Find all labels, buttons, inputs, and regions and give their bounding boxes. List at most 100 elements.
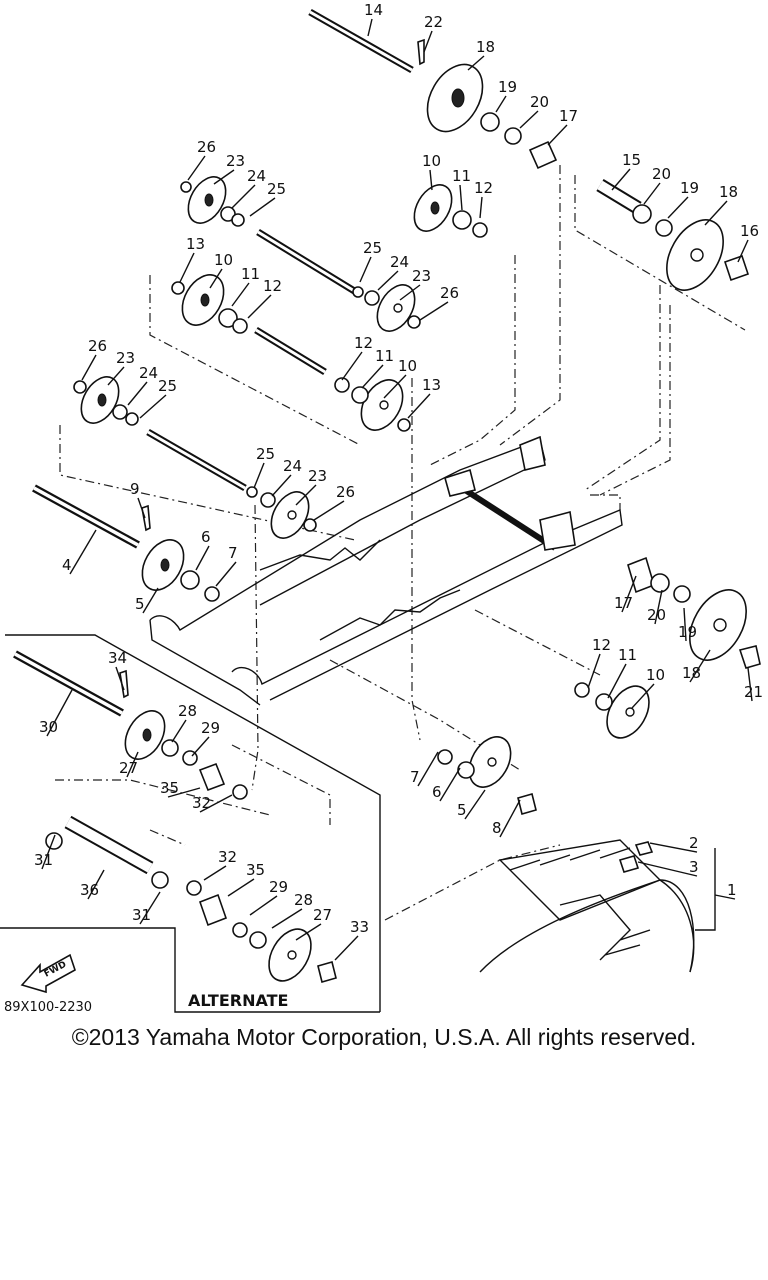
callout-c19a: 19 [498, 78, 517, 96]
wheel-23-c [80, 376, 120, 424]
callout-leader-c11d [607, 663, 627, 699]
callout-leader-c10a [429, 169, 433, 191]
callout-leader-c33 [334, 935, 359, 961]
wheel-18-right [666, 219, 724, 291]
callout-c23a: 23 [226, 152, 245, 170]
wheel-18-top [426, 63, 484, 133]
callout-leader-c31b [139, 891, 161, 925]
callout-leader-c13b [407, 393, 431, 419]
shafts [13, 8, 642, 875]
callout-leader-c7a [215, 561, 237, 587]
callout-c11d: 11 [618, 646, 637, 664]
callout-leader-c8 [499, 799, 521, 838]
callout-c6a: 6 [201, 528, 211, 546]
callout-c3: 3 [689, 858, 699, 876]
callout-leader-c25c [139, 394, 167, 419]
callout-leader-c1 [714, 894, 736, 900]
callout-c13b: 13 [422, 376, 441, 394]
callout-c17a: 17 [559, 107, 578, 125]
callout-c12d: 12 [592, 636, 611, 654]
callout-c15: 15 [622, 151, 641, 169]
callout-c33: 33 [350, 918, 369, 936]
callout-c20a: 20 [530, 93, 549, 111]
callout-leader-c18b [704, 200, 728, 226]
wheel-10-d [606, 685, 650, 739]
callout-c25c: 25 [158, 377, 177, 395]
callout-leader-c23d [295, 484, 317, 506]
assembly-leader-lines [55, 165, 746, 921]
callout-leader-c28b [271, 908, 303, 929]
callout-c11c: 11 [375, 347, 394, 365]
callout-leader-c4 [69, 529, 97, 575]
wheel-23-a [187, 176, 227, 224]
wheel-5-b [468, 736, 512, 788]
alternate-box [0, 634, 381, 1013]
callout-leader-c21 [747, 667, 753, 702]
callout-c10b: 10 [214, 251, 233, 269]
callout-c5a: 5 [135, 595, 145, 613]
callout-c17b: 17 [614, 594, 633, 612]
callout-c23c: 23 [116, 349, 135, 367]
callout-c12a: 12 [474, 179, 493, 197]
callout-c12b: 12 [263, 277, 282, 295]
callout-leader-c27a [126, 751, 139, 778]
fwd-arrow: FWD [20, 953, 76, 994]
callout-c5b: 5 [457, 801, 467, 819]
callout-leader-c3 [637, 861, 698, 877]
callout-c9: 9 [130, 480, 140, 498]
callout-c4: 4 [62, 556, 72, 574]
track-belt [479, 839, 716, 973]
callout-leader-c26c [81, 354, 97, 381]
callout-leader-c31a [41, 834, 56, 870]
wheel-18-lower [689, 589, 747, 661]
callout-leader-c24a [231, 184, 256, 209]
callout-leader-c26b [419, 301, 449, 321]
callout-c10a: 10 [422, 152, 441, 170]
callout-leader-c25b [359, 256, 372, 283]
callout-c20c: 20 [647, 606, 666, 624]
callout-leader-c10d [631, 683, 655, 709]
callout-leader-c23b [399, 284, 421, 301]
callout-c31a: 31 [34, 851, 53, 869]
callout-c35a: 35 [160, 779, 179, 797]
callout-leader-c20b [643, 182, 661, 205]
callout-leader-c36 [87, 869, 105, 900]
callout-leader-c28a [171, 719, 187, 743]
callout-c26a: 26 [197, 138, 216, 156]
callout-c16: 16 [740, 222, 759, 240]
callout-c25d: 25 [256, 445, 275, 463]
callout-leader-c6a [195, 545, 210, 571]
callout-c28a: 28 [178, 702, 197, 720]
callout-c29b: 29 [269, 878, 288, 896]
callout-leader-c23a [213, 169, 235, 185]
callout-c34: 34 [108, 649, 127, 667]
callout-leader-c35a [167, 787, 201, 798]
copyright-notice: ©2013 Yamaha Motor Corporation, U.S.A. A… [71, 1024, 697, 1050]
callout-leader-c29a [191, 736, 210, 757]
callout-c11a: 11 [452, 167, 471, 185]
callout-leader-c14 [367, 18, 373, 37]
callout-leader-c35b [227, 878, 255, 897]
callout-leader-c18c [689, 649, 711, 683]
callout-leader-c24c [127, 381, 148, 406]
callout-leader-c9 [137, 497, 146, 519]
callout-c14: 14 [364, 1, 383, 19]
callout-leader-c15 [611, 168, 631, 191]
callout-leader-c27b [295, 923, 322, 941]
callout-leader-c18a [467, 55, 485, 71]
callout-leader-c19a [495, 95, 507, 113]
diagram-code: 89X100-2230 [4, 1000, 92, 1015]
callout-c27b: 27 [313, 906, 332, 924]
callout-leader-c12b [247, 294, 272, 319]
callout-leader-c11a [459, 184, 463, 211]
callout-c26c: 26 [88, 337, 107, 355]
callout-leader-c32b [203, 865, 227, 881]
callout-c26d: 26 [336, 483, 355, 501]
callout-c25a: 25 [267, 180, 286, 198]
callout-c13a: 13 [186, 235, 205, 253]
callout-c27a: 27 [119, 759, 138, 777]
callout-leader-c17a [547, 124, 568, 146]
callout-c30: 30 [39, 718, 58, 736]
callout-leader-c2 [649, 842, 698, 853]
callout-c2: 2 [689, 834, 699, 852]
